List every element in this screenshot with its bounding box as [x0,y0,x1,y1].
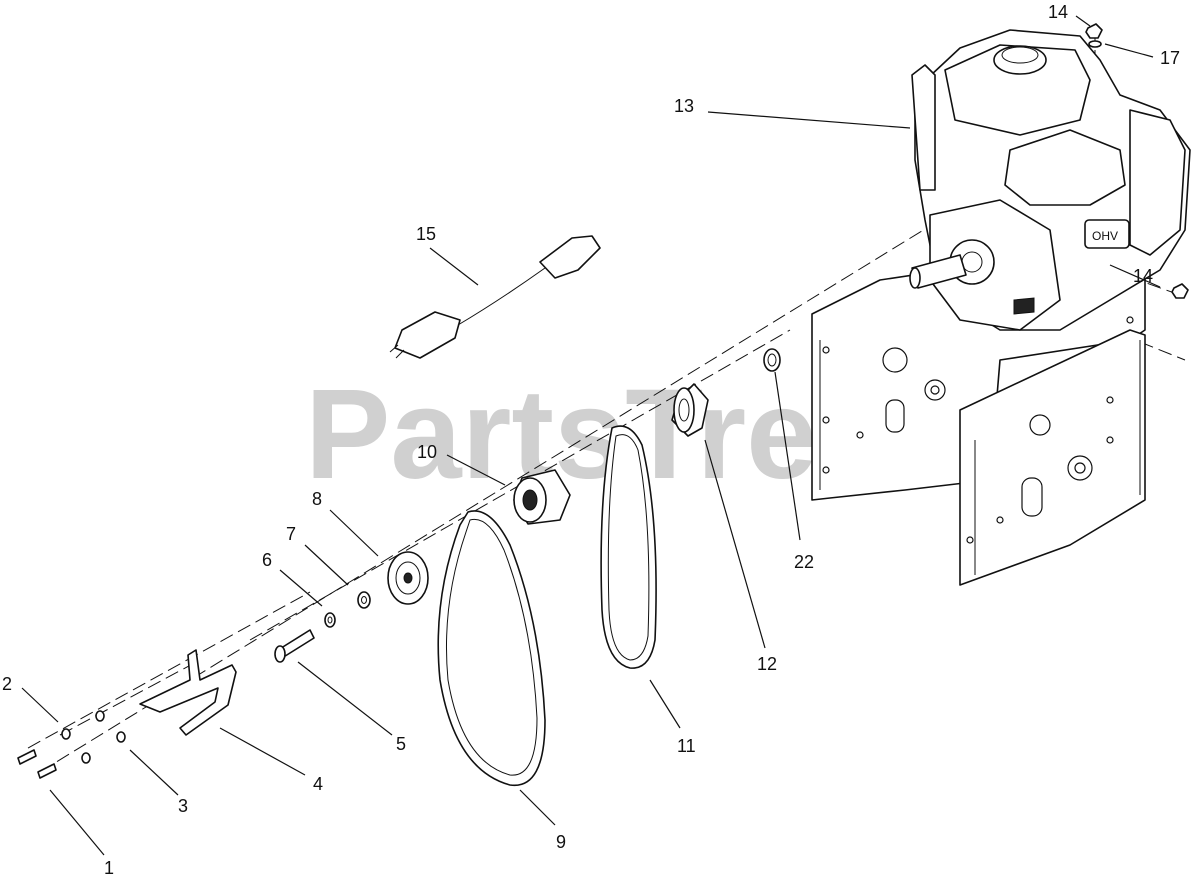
hardware-1-2-3 [17,710,126,779]
leader-lines [21,15,1161,856]
engine: OHV [911,29,1191,331]
callout-6: 6 [262,550,272,570]
callout-labels: 1 2 3 4 5 6 7 8 9 10 11 12 13 14 14 15 1… [2,2,1180,878]
spacer-22 [763,348,781,372]
frame-plates [811,261,1146,586]
callout-11: 11 [677,736,696,756]
callout-1: 1 [104,858,114,878]
engine-badge: OHV [1092,229,1118,243]
callout-17: 17 [1160,48,1180,68]
callout-3: 3 [178,796,188,816]
callout-9: 9 [556,832,566,852]
callout-13: 13 [674,96,694,116]
partstree-watermark: PartsTree TM [305,363,889,506]
extension-cord [389,235,601,359]
callout-4: 4 [313,774,323,794]
shoulder-bolt-5 [274,629,315,663]
nuts-14-17 [1085,23,1189,299]
callout-10: 10 [417,442,437,462]
callout-5: 5 [396,734,406,754]
callout-12: 12 [757,654,777,674]
callout-15: 15 [416,224,436,244]
crankshaft [909,254,967,289]
callout-22: 22 [794,552,814,572]
callout-8: 8 [312,489,322,509]
frame-bolt-holes [822,316,1134,544]
idler-pulley-8 [387,551,429,605]
washers-6-7 [324,591,371,628]
bracket-4 [139,649,237,736]
belt-11 [600,425,657,669]
callout-14-top: 14 [1048,2,1068,22]
pulley-12 [671,383,709,437]
callout-7: 7 [286,524,296,544]
callout-2: 2 [2,674,12,694]
pulley-10 [513,469,571,525]
belt-9 [437,510,546,787]
callout-14-right: 14 [1133,266,1153,286]
watermark-text: PartsTree [305,363,889,506]
